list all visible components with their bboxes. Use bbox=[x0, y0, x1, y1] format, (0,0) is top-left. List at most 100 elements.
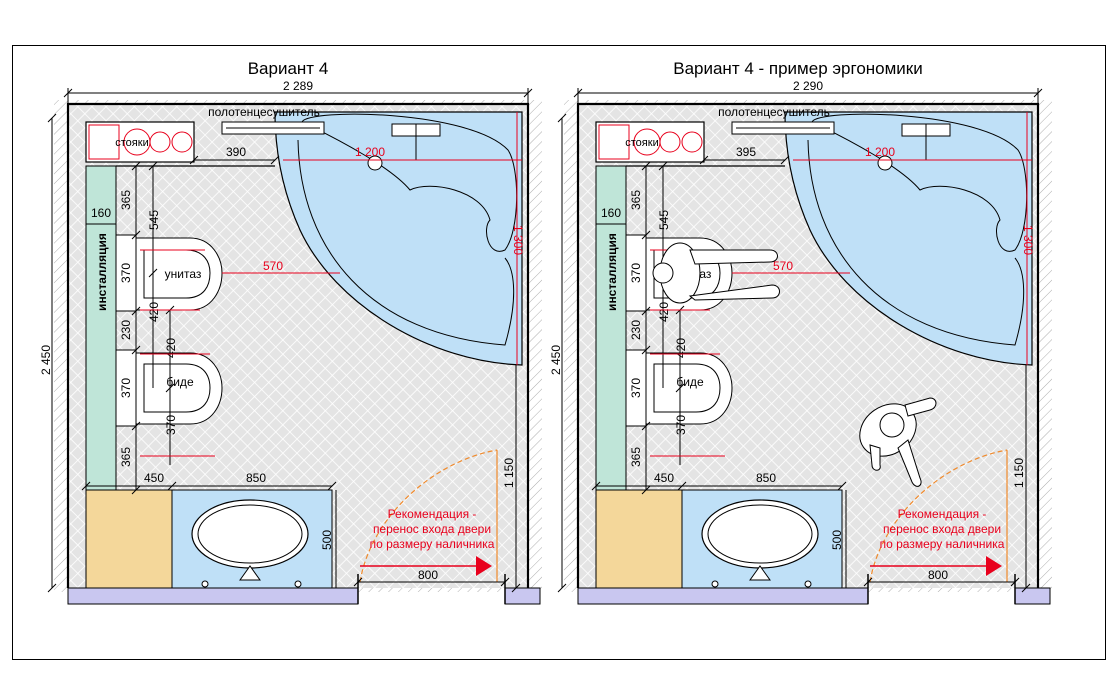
threshold-left bbox=[577, 587, 869, 605]
dim-tick bbox=[81, 481, 91, 491]
dim-label: 370 bbox=[629, 378, 643, 398]
dim-tick bbox=[500, 577, 510, 587]
sink-bowl bbox=[701, 499, 819, 569]
dim-tick bbox=[1021, 583, 1031, 593]
recommendation-text: по размеру наличника bbox=[880, 537, 1005, 551]
dim-label: 800 bbox=[928, 568, 948, 582]
dim-label: 800 bbox=[418, 568, 438, 582]
sink-bowl bbox=[191, 499, 309, 569]
door-swing-arc bbox=[869, 449, 1008, 583]
dim-label: 450 bbox=[654, 471, 674, 485]
dim-tick bbox=[511, 583, 521, 593]
installation-label: инсталляция bbox=[605, 233, 619, 311]
door-swing-arc bbox=[359, 449, 498, 583]
dim-label: 450 bbox=[144, 471, 164, 485]
installation-wall bbox=[85, 165, 117, 491]
dim-tick bbox=[557, 113, 567, 123]
threshold-right bbox=[1014, 587, 1051, 605]
person-leg bbox=[689, 249, 778, 265]
plan-title: Вариант 4 bbox=[248, 59, 329, 78]
dim-label: 570 bbox=[773, 259, 793, 273]
dim-label: 570 bbox=[263, 259, 283, 273]
sink-bowl-inner bbox=[707, 504, 813, 564]
dim-label: 545 bbox=[147, 210, 161, 230]
dim-tick bbox=[189, 155, 199, 165]
dim-tick bbox=[557, 583, 567, 593]
plan-title: Вариант 4 - пример эргономики bbox=[673, 59, 923, 78]
valve-icon bbox=[294, 580, 302, 588]
dim-tick bbox=[591, 481, 601, 491]
sink-bowl-inner bbox=[197, 504, 303, 564]
person-arm bbox=[869, 444, 881, 471]
bathtub-inner bbox=[297, 139, 515, 346]
bathtub bbox=[274, 111, 523, 366]
dim-label: 1 150 bbox=[1012, 458, 1026, 488]
dim-label: 420 bbox=[147, 302, 161, 322]
riser-square bbox=[88, 124, 120, 160]
threshold-left bbox=[67, 587, 359, 605]
wall-outline bbox=[576, 102, 1040, 588]
bidet-label: биде bbox=[166, 375, 194, 389]
dim-tick bbox=[327, 481, 337, 491]
dim-tick bbox=[353, 577, 363, 587]
dim-label: 1 200 bbox=[865, 145, 895, 159]
dim-label: 160 bbox=[91, 206, 111, 220]
bathtub-inner bbox=[811, 113, 1028, 252]
person-seated-figure bbox=[652, 242, 780, 304]
dim-label: 160 bbox=[601, 206, 621, 220]
bidet-bowl bbox=[645, 352, 733, 425]
dim-tick bbox=[675, 383, 685, 393]
dim-tick bbox=[148, 161, 158, 171]
dim-tick bbox=[677, 481, 687, 491]
valve-icon bbox=[201, 580, 209, 588]
height-dimension: 2 450 bbox=[39, 345, 53, 375]
cabinet bbox=[85, 489, 173, 589]
dim-label: 390 bbox=[226, 145, 246, 159]
person-leg bbox=[897, 439, 922, 487]
recommendation-text: перенос входа двери bbox=[373, 522, 491, 536]
dim-label: 365 bbox=[119, 190, 133, 210]
bathtub-inner bbox=[301, 113, 518, 252]
riser-pipe bbox=[659, 131, 681, 153]
dim-tick bbox=[641, 485, 651, 495]
dim-label: 420 bbox=[164, 338, 178, 358]
dim-tick bbox=[131, 306, 141, 316]
valve-icon bbox=[804, 580, 812, 588]
risers-label: стояки bbox=[625, 137, 658, 149]
dim-label: 500 bbox=[830, 530, 844, 550]
width-dimension: 2 289 bbox=[283, 79, 313, 93]
dim-tick bbox=[131, 161, 141, 171]
dim-label: 370 bbox=[119, 263, 133, 283]
wall-outline bbox=[66, 102, 530, 588]
sink-faucet-icon bbox=[749, 565, 771, 581]
cabinet bbox=[595, 489, 683, 589]
person-standing-figure bbox=[859, 397, 937, 487]
dim-label: 370 bbox=[119, 378, 133, 398]
dim-label: 230 bbox=[119, 320, 133, 340]
dim-tick bbox=[167, 481, 177, 491]
dim-label: 365 bbox=[629, 447, 643, 467]
dim-tick bbox=[131, 345, 141, 355]
bathtub-inner bbox=[807, 139, 1025, 346]
bathtub bbox=[784, 111, 1033, 366]
dim-label: 500 bbox=[320, 530, 334, 550]
toilet-label: унитаз bbox=[165, 267, 202, 281]
dim-tick bbox=[699, 155, 709, 165]
riser-pipe bbox=[149, 131, 171, 153]
dim-tick bbox=[641, 161, 651, 171]
recommendation-text: по размеру наличника bbox=[370, 537, 495, 551]
bidet-bowl bbox=[135, 352, 223, 425]
dim-label: 365 bbox=[119, 447, 133, 467]
recommendation-text: Рекомендация - bbox=[388, 507, 477, 521]
installation-label: инсталляция bbox=[95, 233, 109, 311]
dim-tick bbox=[641, 345, 651, 355]
installation-wall bbox=[595, 165, 627, 491]
person-arm bbox=[904, 397, 937, 417]
dim-label: 370 bbox=[674, 415, 688, 435]
dim-label: 545 bbox=[657, 210, 671, 230]
risers-label: стояки bbox=[115, 137, 148, 149]
valve-icon bbox=[711, 580, 719, 588]
bidet-label: биде bbox=[676, 375, 704, 389]
dim-label: 1 150 bbox=[502, 458, 516, 488]
drawing-frame bbox=[12, 45, 1106, 660]
